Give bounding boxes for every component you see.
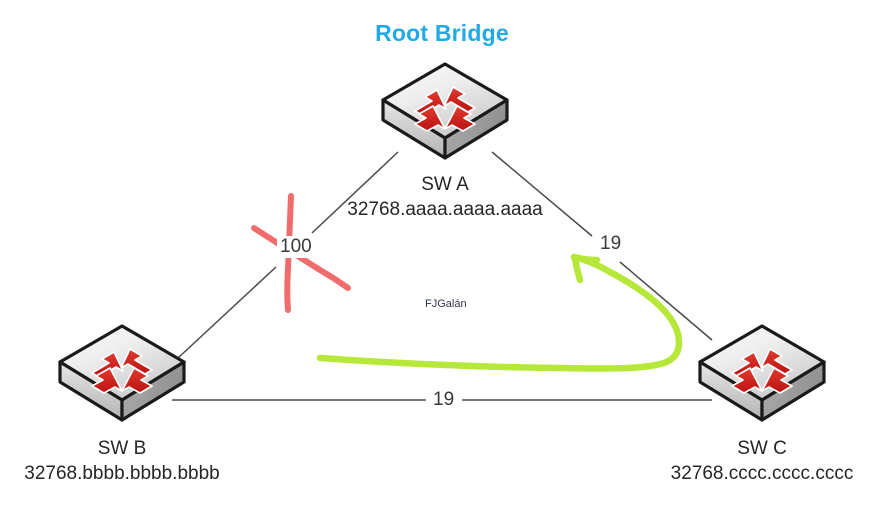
root-bridge-title: Root Bridge xyxy=(375,20,509,46)
node-bridge-id-sw-a: 32768.aaaa.aaaa.aaaa xyxy=(347,199,543,220)
switch-icon-sw-b xyxy=(56,322,188,426)
node-bridge-id-sw-c: 32768.cccc.cccc.cccc xyxy=(670,463,854,484)
link-sw-a-sw-c xyxy=(491,151,713,341)
node-label-sw-a: SW A 32768.aaaa.aaaa.aaaa xyxy=(325,173,565,223)
link-cost-a-b: 100 xyxy=(277,236,315,258)
author-watermark: FJGalán xyxy=(425,298,467,310)
node-label-sw-b: SW B 32768.bbbb.bbbb.bbbb xyxy=(2,437,242,487)
link-cost-b-c: 19 xyxy=(430,389,458,411)
forwarding-path-arrow-icon xyxy=(316,253,683,372)
node-label-sw-c: SW C 32768.cccc.cccc.cccc xyxy=(642,437,882,487)
link-cost-a-c: 19 xyxy=(597,233,625,255)
switch-icon-sw-a xyxy=(379,60,511,164)
node-name-sw-a: SW A xyxy=(421,174,469,195)
switch-icon-sw-c xyxy=(696,322,828,426)
blocked-port-x-icon xyxy=(251,193,351,313)
node-name-sw-b: SW B xyxy=(97,438,147,459)
link-sw-a-sw-b xyxy=(177,151,399,359)
node-bridge-id-sw-b: 32768.bbbb.bbbb.bbbb xyxy=(24,463,220,484)
node-name-sw-c: SW C xyxy=(737,438,787,459)
